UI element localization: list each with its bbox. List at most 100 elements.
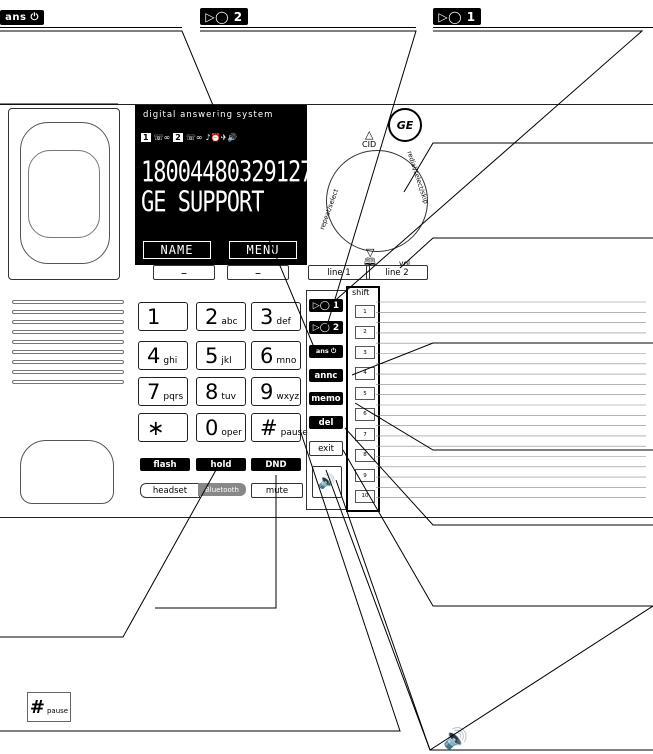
play1-badge-top: ▷◯ 1: [433, 8, 481, 25]
dnd-button[interactable]: DND: [251, 458, 301, 471]
speakerphone-button[interactable]: 🔊: [312, 466, 342, 498]
hold-button[interactable]: hold: [196, 458, 246, 471]
lcd-display: digital answering system 1 ☏∞ 2 ☏∞ ♪⏰✈🔊 …: [135, 105, 313, 265]
exit-button[interactable]: exit: [309, 441, 343, 456]
key-digit: 6: [260, 344, 274, 368]
key-letters: wxyz: [276, 392, 300, 402]
annc-button[interactable]: annc: [309, 369, 343, 382]
header-rule-3: [433, 27, 653, 28]
header-rule-2: [200, 27, 416, 28]
line2-indicator: 2: [173, 133, 183, 142]
bluetooth-button[interactable]: Bluetooth: [198, 483, 246, 496]
memory-key-5[interactable]: 5: [355, 387, 375, 400]
softkey-label-left: NAME: [143, 241, 211, 259]
display-status-row: 1 ☏∞ 2 ☏∞ ♪⏰✈🔊: [141, 133, 237, 142]
phone-icon: ☏∞: [185, 133, 203, 142]
key-digit: 8: [205, 380, 219, 404]
line1-indicator: 1: [141, 133, 151, 142]
speaker-grill-line: [12, 310, 124, 314]
key-digit: ∗: [147, 416, 165, 440]
keypad-key-1[interactable]: 1: [138, 302, 188, 331]
memory-key-8[interactable]: 8: [355, 448, 375, 462]
ans-onoff-button[interactable]: ans ⏻: [309, 345, 343, 358]
memory-key-4[interactable]: 4: [355, 366, 375, 380]
leader-speaker: [335, 479, 653, 751]
cid-label: CID: [362, 140, 377, 149]
phone-icon: ☏∞: [153, 133, 171, 142]
key-letters: mno: [276, 356, 297, 366]
header-rule-1: [0, 27, 182, 28]
speaker-grill-line: [12, 330, 124, 334]
speaker-callout-icon: 🔊: [443, 726, 468, 750]
headset-button[interactable]: headset: [140, 483, 200, 498]
key-digit: 9: [260, 380, 274, 404]
handset-earpiece-inner: [28, 150, 100, 238]
pause-key-callout: # pause: [27, 692, 71, 722]
key-letters: abc: [221, 317, 238, 327]
keypad-key-10[interactable]: ∗: [138, 413, 188, 442]
key-digit: 1: [147, 305, 161, 329]
key-letters: jkl: [221, 356, 232, 366]
memory-label-lines: [376, 301, 646, 498]
key-digit: #: [260, 416, 278, 440]
caller-name: GE SUPPORT: [141, 187, 264, 220]
line1-button[interactable]: line 1: [308, 265, 370, 280]
key-digit: 4: [147, 344, 161, 368]
speaker-grill-line: [12, 350, 124, 354]
speaker-grill-line: [12, 370, 124, 374]
speaker-grill-line: [12, 360, 124, 364]
memory-key-3[interactable]: 3: [355, 346, 375, 359]
play2-button[interactable]: ▷◯ 2: [309, 321, 343, 334]
key-digit: 3: [260, 305, 274, 329]
key-letters: def: [276, 317, 291, 327]
keypad-key-12[interactable]: #pause: [251, 413, 308, 442]
soft-button-1[interactable]: –: [153, 265, 215, 280]
key-digit: 2: [205, 305, 219, 329]
ge-logo: GE: [388, 108, 422, 142]
speaker-grill-line: [12, 320, 124, 324]
memory-key-9[interactable]: 9: [355, 469, 375, 482]
memory-key-10[interactable]: 10: [355, 489, 375, 503]
shift-label: shift: [352, 288, 370, 297]
flash-button[interactable]: flash: [140, 458, 190, 471]
speaker-grill-line: [12, 380, 124, 384]
status-icons: ♪⏰✈🔊: [205, 133, 238, 142]
speaker-grill-line: [12, 340, 124, 344]
soft-button-2[interactable]: –: [227, 265, 289, 280]
key-letters: pause: [280, 428, 308, 438]
ans-badge-top: ans ⏻: [0, 10, 44, 25]
display-title: digital answering system: [143, 110, 274, 120]
delete-button[interactable]: del: [309, 416, 343, 429]
key-letters: tuv: [221, 392, 236, 402]
key-digit: 0: [205, 416, 219, 440]
caller-number: 18004480329127: [141, 157, 313, 190]
memory-key-2[interactable]: 2: [355, 325, 375, 339]
pause-key-symbol: #: [29, 696, 45, 718]
play1-button[interactable]: ▷◯ 1: [309, 299, 343, 312]
memo-button[interactable]: memo: [309, 392, 343, 405]
pause-key-label: pause: [46, 707, 69, 715]
key-digit: 5: [205, 344, 219, 368]
memory-key-1[interactable]: 1: [355, 305, 375, 318]
key-letters: oper: [221, 428, 242, 438]
memory-key-7[interactable]: 7: [355, 428, 375, 441]
mute-button[interactable]: mute: [251, 483, 303, 498]
line2-button[interactable]: line 2: [366, 265, 428, 280]
memory-key-6[interactable]: 6: [355, 407, 375, 421]
handset-mouthpiece: [20, 440, 114, 504]
key-letters: ghi: [163, 356, 178, 366]
key-letters: pqrs: [163, 392, 184, 402]
speaker-grill-line: [12, 300, 124, 304]
play2-badge-top: ▷◯ 2: [200, 8, 248, 25]
softkey-label-right: MENU: [229, 241, 297, 259]
